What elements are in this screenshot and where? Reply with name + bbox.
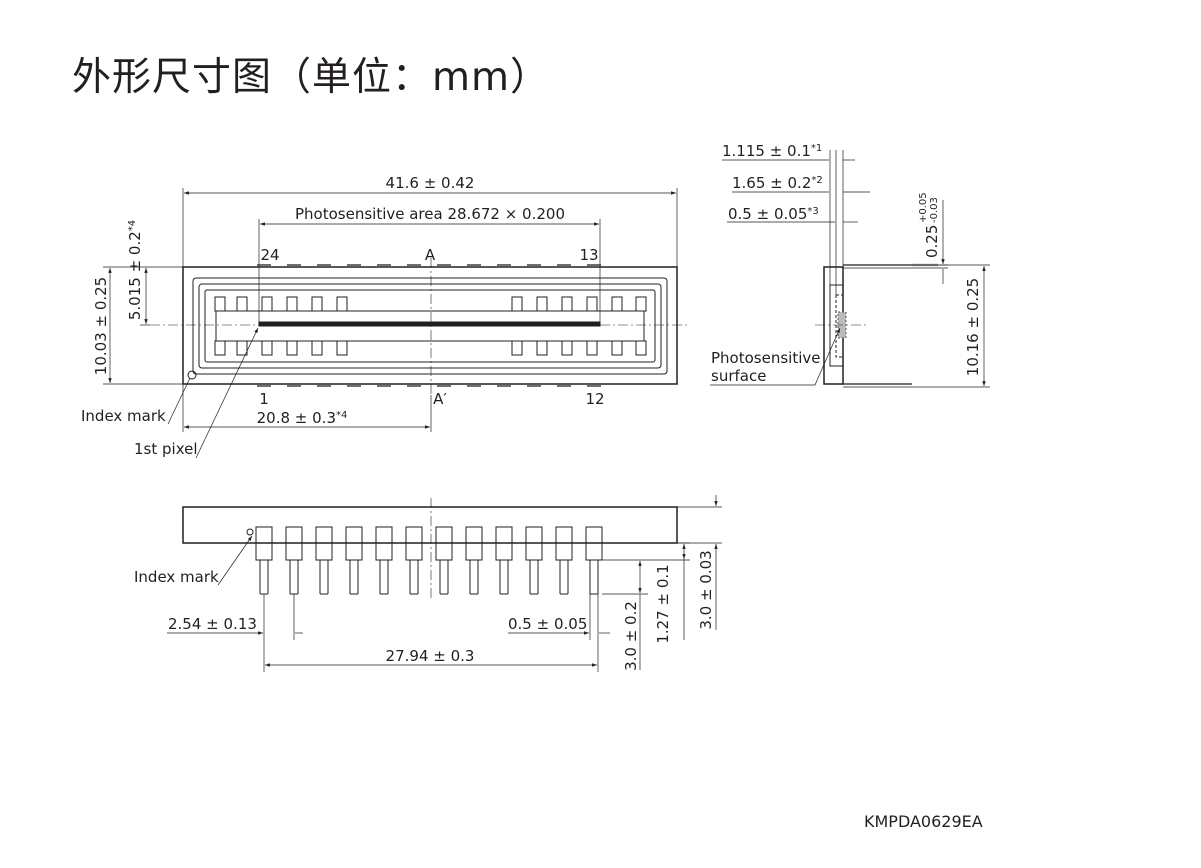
lead-thickness-minus: -0.03: [929, 197, 940, 223]
offset-dim-value: 20.8 ± 0.3: [257, 409, 336, 427]
pixel-pads: [214, 296, 647, 356]
offset-dim-note: *4: [336, 410, 347, 421]
lead-length-dim-label: 3.0 ± 0.2: [622, 601, 640, 671]
photosensitive-surface-label-2: surface: [711, 367, 766, 385]
pitch-dim-label: 2.54 ± 0.13: [168, 615, 257, 633]
lead-stubs: [257, 264, 601, 387]
pin-13-label: 13: [579, 246, 598, 264]
center-dim-note: *4: [127, 220, 138, 231]
section-a-prime-label: A′: [433, 390, 447, 408]
side-view-package: [815, 263, 938, 388]
pin-24-label: 24: [260, 246, 279, 264]
section-a-label: A: [425, 246, 436, 264]
front-view-leads: [246, 526, 603, 595]
photosensitive-area-label: Photosensitive area 28.672 × 0.200: [295, 205, 565, 223]
overall-width-label: 41.6 ± 0.42: [386, 174, 475, 192]
pin-12-label: 12: [585, 390, 604, 408]
lead-thickness-label: 0.25: [923, 225, 941, 258]
center-dim-label: 5.015 ± 0.2*4: [126, 220, 144, 320]
page-title: 外形尺寸图（单位：mm）: [72, 55, 550, 100]
side-dim-3-value: 0.5 ± 0.05: [728, 205, 807, 223]
lead-width-dim-label: 0.5 ± 0.05: [508, 615, 587, 633]
side-dim-2-value: 1.65 ± 0.2: [732, 174, 811, 192]
drawing-code: KMPDA0629EA: [864, 812, 983, 831]
side-dim-3-note: *3: [807, 206, 818, 217]
top-view-package: [150, 258, 690, 395]
side-view-dimensions: [710, 150, 990, 388]
side-dim-1-note: *1: [811, 143, 822, 154]
side-dim-3-label: 0.5 ± 0.05*3: [728, 205, 819, 223]
center-dim-value: 5.015 ± 0.2: [126, 231, 144, 320]
side-height-dim-label: 10.16 ± 0.25: [964, 278, 982, 376]
span-dim-label: 27.94 ± 0.3: [386, 647, 475, 665]
side-dim-1-value: 1.115 ± 0.1: [722, 142, 811, 160]
pin-1-label: 1: [259, 390, 269, 408]
index-mark-label-top: Index mark: [81, 407, 166, 425]
lead-thickness-plus: +0.05: [918, 192, 929, 223]
index-mark-label-front: Index mark: [134, 568, 219, 586]
first-pixel-label: 1st pixel: [134, 440, 198, 458]
side-dim-1-label: 1.115 ± 0.1*1: [722, 142, 822, 160]
front-view-dimensions: [167, 495, 722, 672]
photosensitive-surface-label-1: Photosensitive: [711, 349, 820, 367]
front-view-package: [182, 498, 678, 600]
seat-dim-label: 1.27 ± 0.1: [654, 564, 672, 643]
top-view-dimensions: [103, 188, 678, 459]
side-dim-2-note: *2: [811, 175, 822, 186]
side-dim-2-label: 1.65 ± 0.2*2: [732, 174, 823, 192]
height-dim-label: 10.03 ± 0.25: [92, 277, 110, 375]
offset-dim-label: 20.8 ± 0.3*4: [257, 409, 348, 427]
body-thickness-dim-label: 3.0 ± 0.03: [697, 550, 715, 629]
